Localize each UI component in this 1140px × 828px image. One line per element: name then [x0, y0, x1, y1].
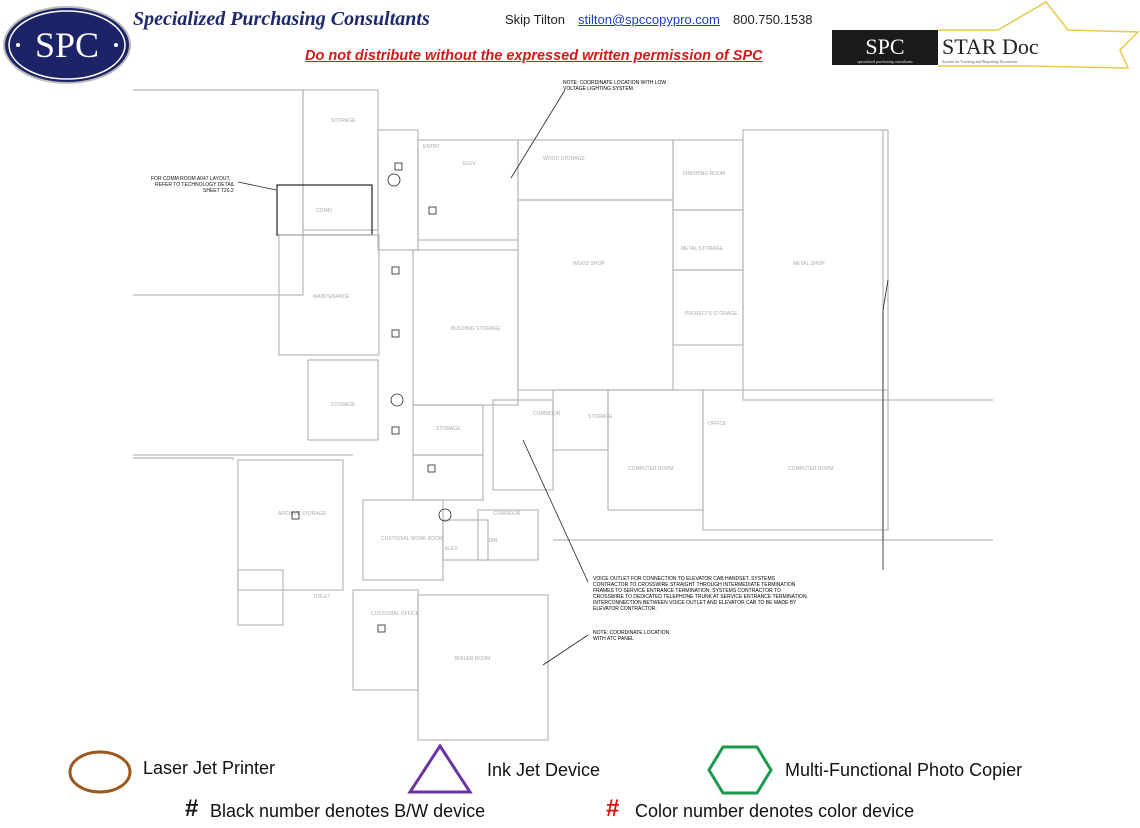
device-markers [291, 162, 452, 633]
leader-lines [237, 89, 889, 666]
svg-text:SPC: SPC [35, 25, 99, 65]
note-comm-room: FOR COMM ROOM A047 LAYOUT, REFER TO TECH… [151, 176, 236, 194]
contact-email-link[interactable]: stilton@spccopypro.com [578, 12, 720, 27]
svg-text:System for Tracking and Report: System for Tracking and Reporting Docume… [942, 59, 1018, 64]
svg-text:METAL SHOP: METAL SHOP [793, 261, 825, 267]
svg-text:COMPUTER ROOM: COMPUTER ROOM [628, 466, 674, 472]
svg-text:STAR Doc: STAR Doc [942, 34, 1039, 59]
svg-text:CORRIDOR: CORRIDOR [533, 411, 561, 417]
black-hash-symbol: # [185, 795, 199, 822]
red-hash-symbol: # [606, 795, 620, 822]
distribution-warning: Do not distribute without the expressed … [305, 48, 763, 64]
star-doc-logo: SPC specialized purchasing consultants S… [832, 1, 1140, 69]
legend-inkjet-label: Ink Jet Device [487, 760, 601, 780]
legend-mfp-label: Multi-Functional Photo Copier [785, 760, 1023, 780]
legend-bw-label: Black number denotes B/W device [210, 801, 486, 821]
svg-text:TOILET: TOILET [313, 594, 330, 600]
svg-text:CUSTODIAL OFFICE: CUSTODIAL OFFICE [371, 611, 420, 617]
svg-text:STORAGE: STORAGE [436, 426, 461, 432]
svg-text:METAL STORAGE: METAL STORAGE [681, 246, 724, 252]
svg-text:ELEV: ELEV [445, 546, 458, 552]
svg-text:BUILDING STORAGE: BUILDING STORAGE [451, 326, 501, 332]
note-elevator-voice: VOICE OUTLET FOR CONNECTION TO ELEVATOR … [593, 576, 808, 612]
svg-text:STORAGE: STORAGE [331, 402, 356, 408]
svg-text:CUSTODIAL WORK ROOM: CUSTODIAL WORK ROOM [381, 536, 443, 542]
svg-text:CORRIDOR: CORRIDOR [493, 511, 521, 517]
inkjet-legend-icon [407, 743, 473, 794]
svg-text:specialized purchasing consult: specialized purchasing consultants [857, 59, 913, 64]
svg-text:COMPUTER ROOM: COMPUTER ROOM [788, 466, 834, 472]
svg-text:MAINTENANCE: MAINTENANCE [313, 294, 350, 300]
note-atc-panel: NOTE: COORDINATE LOCATION WITH ATC PANEL [593, 630, 669, 642]
walls [133, 89, 993, 741]
company-name: Specialized Purchasing Consultants [133, 8, 430, 30]
svg-text:JAN: JAN [488, 538, 498, 544]
svg-text:ARCHIVE STORAGE: ARCHIVE STORAGE [278, 511, 327, 517]
svg-text:WOOD SHOP: WOOD SHOP [573, 261, 605, 267]
svg-text:WOOD STORAGE: WOOD STORAGE [543, 156, 586, 162]
note-lighting: NOTE: COORDINATE LOCATION WITH LOW VOLTA… [563, 80, 666, 92]
legend-color-label: Color number denotes color device [635, 801, 915, 821]
svg-text:STORAGE: STORAGE [331, 118, 356, 124]
floor-plan: STORAGE COMM ENTRY ELEV WOOD STORAGE FIN… [133, 80, 993, 741]
svg-text:ELEV: ELEV [463, 161, 476, 167]
svg-text:BOILER ROOM: BOILER ROOM [455, 656, 490, 662]
spc-logo: SPC [3, 6, 131, 84]
svg-text:SPC: SPC [865, 34, 904, 59]
svg-text:STORAGE: STORAGE [588, 414, 613, 420]
svg-text:COMM: COMM [316, 208, 332, 214]
svg-text:ENTRY: ENTRY [423, 144, 441, 150]
legend-laser-label: Laser Jet Printer [143, 758, 276, 778]
laser-printer-legend-icon [68, 750, 132, 794]
svg-text:OFFICE: OFFICE [708, 421, 727, 427]
svg-text:PROJECTS STORAGE: PROJECTS STORAGE [685, 311, 738, 317]
svg-text:FINISHING ROOM: FINISHING ROOM [683, 171, 725, 177]
contact-name: Skip Tilton [505, 12, 565, 27]
contact-phone: 800.750.1538 [733, 12, 813, 27]
room-labels: STORAGE COMM ENTRY ELEV WOOD STORAGE FIN… [278, 118, 834, 662]
mfp-legend-icon [707, 745, 773, 795]
